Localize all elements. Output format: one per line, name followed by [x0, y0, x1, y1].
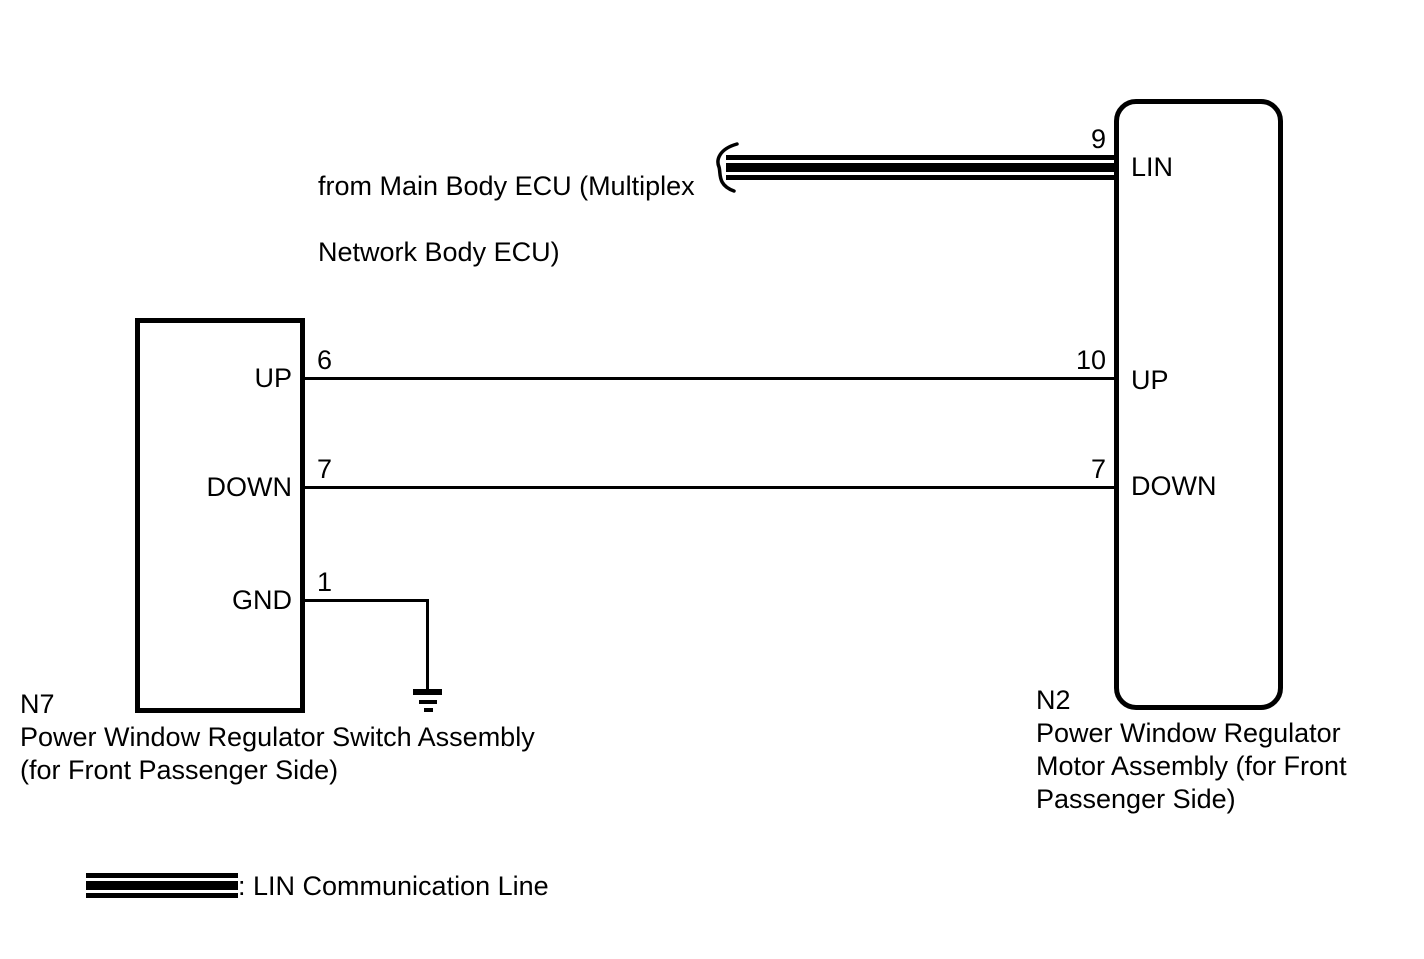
switch-assembly-caption: N7 Power Window Regulator Switch Assembl…: [20, 688, 535, 787]
wire-down: [303, 486, 1116, 489]
switch-assembly-code: N7: [20, 689, 55, 719]
motor-pin-down-number: 7: [1090, 454, 1106, 484]
wire-up: [303, 377, 1116, 380]
switch-assembly-name-line1: Power Window Regulator Switch Assembly: [20, 722, 535, 752]
motor-assembly-name-line2: Motor Assembly (for Front: [1036, 751, 1347, 781]
motor-pin-lin-number: 9: [1090, 124, 1106, 154]
switch-assembly-box: [135, 318, 305, 713]
ecu-source-note-line2: Network Body ECU): [318, 237, 560, 267]
legend-lin-label: : LIN Communication Line: [238, 871, 549, 901]
switch-pin-down-number: 7: [317, 454, 333, 484]
motor-pin-down-label: DOWN: [1131, 471, 1217, 501]
motor-assembly-name-line3: Passenger Side): [1036, 784, 1236, 814]
motor-assembly-box: [1114, 99, 1283, 710]
wire-gnd-vertical: [426, 599, 429, 691]
motor-pin-up-label: UP: [1131, 365, 1169, 395]
ground-bar-top: [413, 689, 442, 695]
ecu-source-note-line1: from Main Body ECU (Multiplex: [318, 171, 695, 201]
switch-pin-gnd-number: 1: [317, 567, 333, 597]
motor-assembly-code: N2: [1036, 685, 1071, 715]
switch-pin-down-label: DOWN: [206, 472, 292, 502]
switch-pin-gnd-label: GND: [232, 585, 292, 615]
motor-assembly-name-line1: Power Window Regulator: [1036, 718, 1341, 748]
wire-continuation-mark: [716, 142, 739, 193]
switch-pin-up-number: 6: [317, 345, 333, 375]
legend-lin-swatch: [86, 873, 238, 898]
ground-bar-middle: [419, 700, 437, 704]
motor-pin-up-number: 10: [1075, 345, 1106, 375]
lin-communication-wire: [726, 155, 1116, 180]
ecu-source-note: from Main Body ECU (Multiplex Network Bo…: [318, 137, 695, 302]
motor-pin-lin-label: LIN: [1131, 152, 1174, 182]
switch-assembly-name-line2: (for Front Passenger Side): [20, 755, 339, 785]
wire-gnd-horizontal: [303, 599, 429, 602]
motor-assembly-caption: N2 Power Window Regulator Motor Assembly…: [1036, 684, 1347, 816]
switch-pin-up-label: UP: [254, 363, 292, 393]
ground-bar-bottom: [424, 708, 433, 712]
